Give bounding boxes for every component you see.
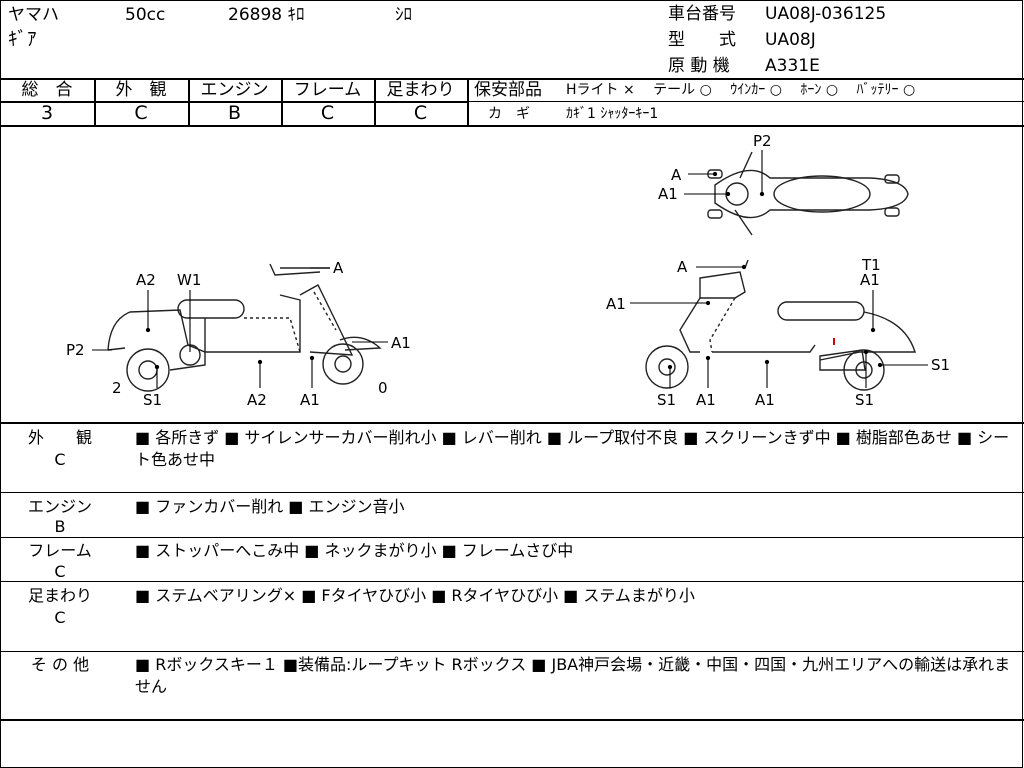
safety-items: Hライト × テール ○ ｳｲﾝｶｰ ○ ﾎｰﾝ ○ ﾊﾞｯﾃﾘｰ ○ — [566, 82, 916, 98]
diagram-label: A1 — [606, 295, 626, 313]
divider — [0, 78, 1024, 80]
divider — [0, 537, 1024, 538]
diagram-label: A1 — [300, 391, 320, 409]
grade-engine-label: エンジン — [200, 80, 269, 100]
divider — [188, 78, 190, 126]
section-suspension-text: ■ ステムベアリング× ■ Fタイヤひび小 ■ Rタイヤひび小 ■ ステムまがり… — [135, 586, 695, 605]
diagram-label: 2 — [112, 379, 122, 397]
divider — [467, 78, 469, 126]
type-label: 型 式 — [668, 30, 736, 50]
section-engine-grade: B — [54, 517, 66, 536]
section-frame-label: フレーム — [28, 541, 92, 560]
diagram-label: A — [671, 166, 682, 184]
diagram-label: S1 — [931, 356, 950, 374]
grade-exterior-value: C — [134, 102, 148, 124]
divider — [94, 78, 96, 126]
leader-lines — [92, 150, 928, 388]
section-exterior-grade: C — [54, 450, 66, 469]
diagram-label: S1 — [143, 391, 162, 409]
type-value: UA08J — [765, 30, 816, 50]
section-suspension-grade: C — [54, 608, 66, 627]
grade-engine-value: B — [227, 102, 242, 124]
section-frame-text: ■ ストッパーへこみ中 ■ ネックまがり小 ■ フレームさび中 — [135, 541, 574, 560]
diagram-label: P2 — [66, 341, 85, 359]
grade-total-value: 3 — [40, 102, 54, 124]
diagram-label: A1 — [696, 391, 716, 409]
model-name: ｷﾞｱ — [8, 28, 37, 50]
diagram-label: W1 — [177, 271, 201, 289]
scooter-top-view — [707, 151, 909, 236]
safety-label: 保安部品 — [474, 80, 542, 100]
divider — [0, 422, 1024, 424]
divider — [0, 492, 1024, 493]
divider — [0, 651, 1024, 652]
grade-total-label: 総 合 — [21, 80, 73, 100]
diagram-label: S1 — [855, 391, 874, 409]
diagram-label: 0 — [378, 379, 388, 397]
grade-suspension-value: C — [413, 102, 428, 124]
damage-diagram: A2 W1 A P2 A1 2 0 S1 A2 A1 P2 A A1 A T1 … — [66, 132, 950, 409]
divider — [0, 101, 468, 103]
displacement: 50cc — [125, 5, 166, 25]
diagram-label: A2 — [136, 271, 156, 289]
grade-frame-label: フレーム — [293, 80, 362, 100]
color: ｼﾛ — [395, 5, 412, 25]
section-engine-text: ■ ファンカバー削れ ■ エンジン音小 — [135, 497, 405, 516]
diagram-label: A1 — [391, 334, 411, 352]
diagram-label: A — [677, 258, 688, 276]
key-label: カ ギ — [488, 106, 530, 122]
mileage: 26898 ｷﾛ — [228, 5, 305, 25]
maker: ヤマハ — [8, 5, 59, 25]
grade-frame-value: C — [320, 102, 335, 124]
grade-suspension-label: 足まわり — [386, 80, 455, 100]
section-other-label: そ の 他 — [30, 655, 90, 674]
section-other-text: ■ Rボックスキー１ ■装備品:ループキット Rボックス ■ JBA神戸会場・近… — [135, 655, 1011, 696]
divider — [0, 581, 1024, 582]
diagram-label: T1 — [861, 256, 881, 274]
section-suspension-label: 足まわり — [27, 586, 92, 605]
diagram-label: A1 — [658, 185, 678, 203]
section-engine-label: エンジン — [27, 497, 92, 516]
key-value: ｶｷﾞ1 ｼｬｯﾀｰｷｰ1 — [566, 106, 659, 122]
divider — [468, 101, 1024, 102]
section-frame-grade: C — [54, 562, 66, 581]
section-exterior-label: 外 観 — [27, 428, 92, 447]
diagram-label: A1 — [755, 391, 775, 409]
diagram-label: S1 — [657, 391, 676, 409]
diagram-label: A — [333, 259, 344, 277]
divider — [374, 78, 376, 126]
frame-label: 車台番号 — [668, 4, 736, 24]
diagram-label: A2 — [247, 391, 267, 409]
engine-value: A331E — [765, 56, 820, 76]
divider — [0, 719, 1024, 721]
frame-no: UA08J-036125 — [765, 4, 887, 24]
engine-label: 原 動 機 — [668, 56, 730, 76]
divider — [0, 125, 1024, 127]
diagram-label: P2 — [753, 132, 772, 150]
scooter-right-view — [645, 259, 916, 391]
diagram-label: A1 — [860, 271, 880, 289]
divider — [281, 78, 283, 126]
section-exterior-text: ■ 各所きず ■ サイレンサーカバー削れ小 ■ レバー削れ ■ ループ取付不良 … — [135, 428, 1010, 469]
grade-exterior-label: 外 観 — [115, 80, 167, 100]
